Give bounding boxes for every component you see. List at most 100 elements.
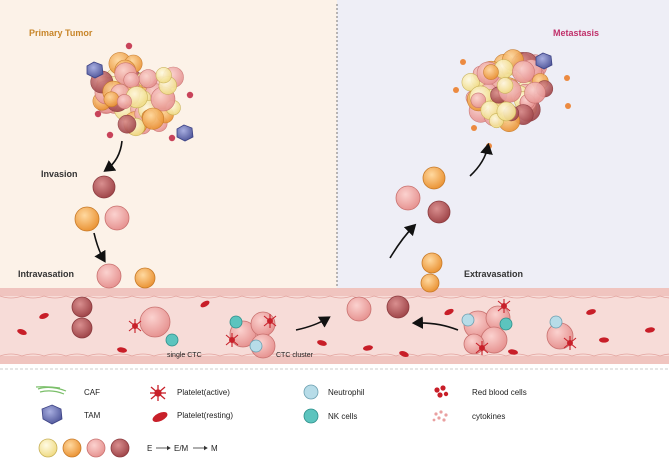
platelet-active: [563, 336, 577, 350]
pink-cell: [104, 205, 130, 231]
orange-cell: [134, 267, 156, 289]
cytokine: [564, 75, 570, 81]
tumor-cell: [496, 101, 517, 122]
neutrophil: [549, 315, 563, 329]
intravasation-label: Intravasation: [18, 269, 74, 279]
cytokine: [453, 87, 459, 93]
cytokine: [106, 131, 114, 139]
primary-tumor-title: Primary Tumor: [29, 28, 93, 38]
metastatic-tumor-mass: [453, 49, 571, 149]
arrest-cluster: [461, 305, 513, 355]
platelet-active: [128, 319, 142, 333]
mesenchymal-cell: [92, 175, 116, 199]
legend-tam: TAM: [84, 411, 101, 420]
neutrophil-icon: [303, 384, 319, 400]
tumor-cell: [496, 77, 514, 94]
cytokine: [471, 125, 477, 131]
tumor-cell: [103, 91, 120, 108]
tumor-cell: [461, 73, 480, 92]
cytokine: [460, 59, 466, 65]
cytokines-icon: [432, 410, 448, 422]
legend-nk-cells: NK cells: [328, 412, 357, 421]
legend-caf: CAF: [84, 388, 100, 397]
red-blood-cell: [508, 349, 518, 355]
primary-panel-bg: [0, 0, 337, 292]
metastasis-title: Metastasis: [553, 28, 599, 38]
orange-cell-icon: [62, 438, 82, 458]
red-blood-cell: [117, 347, 127, 353]
invasion-arrow: [103, 140, 123, 172]
platelet-resting-icon: [152, 412, 168, 422]
red-blood-cell: [200, 300, 210, 308]
tumor-cell: [512, 60, 535, 84]
red-blood-cell: [645, 327, 655, 333]
tumor-cell: [117, 114, 137, 134]
red-blood-cells-icon: [434, 385, 449, 398]
cytokine: [94, 110, 102, 118]
platelet-active: [225, 333, 239, 347]
legend-emt-e: E: [147, 444, 152, 453]
legend-neutrophil: Neutrophil: [328, 388, 365, 397]
vessel-contents: [139, 295, 574, 359]
red-blood-cell: [317, 340, 327, 346]
tam-cell: [86, 61, 104, 79]
flow-arrows: [93, 140, 493, 331]
platelet-active-icon: [150, 385, 166, 401]
cytokine: [168, 134, 176, 142]
colonization-arrow: [389, 223, 417, 259]
metastasis-arrow: [469, 142, 493, 177]
cytokine: [565, 103, 571, 109]
intravasating-cell: [71, 296, 93, 318]
red-blood-cell: [363, 345, 373, 351]
platelet-active: [475, 341, 489, 355]
orange-cell: [421, 252, 443, 274]
tam-icon: [41, 404, 63, 425]
tumor-cell: [470, 92, 486, 109]
red-blood-cell: [17, 329, 27, 335]
red-blood-cell: [586, 309, 596, 315]
legend-cytokines: cytokines: [472, 412, 505, 421]
pink-cell: [96, 263, 122, 289]
legend: CAF TAM Platelet(active) Platelet(restin…: [35, 384, 527, 458]
legend-emt-em: E/M: [174, 444, 189, 453]
tam-cell: [535, 52, 553, 70]
red-blood-cell: [39, 313, 49, 319]
pink-cell: [395, 185, 421, 211]
nk-cell-icon: [303, 408, 319, 424]
cytokine: [125, 42, 133, 50]
invasion-label: Invasion: [41, 169, 78, 179]
tumor-cell: [155, 67, 172, 84]
cytokine: [186, 91, 194, 99]
extravasating-cell: [346, 296, 372, 322]
emt-cell-series: [38, 438, 130, 458]
migration-arrow: [93, 232, 106, 263]
platelet-active: [497, 299, 511, 313]
circulation-arrow: [295, 316, 331, 331]
tumor-cell: [116, 94, 132, 110]
single-ctc-label: single CTC: [167, 352, 202, 359]
red-blood-cell: [444, 308, 454, 316]
extravasating-cell: [386, 295, 410, 319]
mesenchymal-cell: [427, 200, 451, 224]
tumor-cell: [483, 64, 499, 80]
caf-icon: [35, 386, 67, 395]
metastasis-panel-bg: [337, 0, 669, 292]
red-blood-cell: [399, 351, 409, 357]
orange-cell: [74, 206, 100, 232]
pink-cell-icon: [86, 438, 106, 458]
extravasation-cells: [395, 166, 451, 293]
tumor-cell: [123, 71, 140, 89]
orange-cell: [422, 166, 446, 190]
primary-tumor-mass: [86, 42, 194, 142]
platelet-active: [263, 314, 277, 328]
epithelial-cell-icon: [38, 438, 58, 458]
scattered-particles: [17, 299, 655, 357]
tumor-cell: [524, 81, 546, 104]
legend-emt-m: M: [211, 444, 218, 453]
legend-red-blood-cells: Red blood cells: [472, 388, 527, 397]
invasion-cells: [71, 175, 156, 339]
single-ctc: [139, 306, 171, 338]
legend-platelet-resting: Platelet(resting): [177, 411, 233, 420]
tumor-cell: [142, 107, 165, 130]
legend-platelet-active: Platelet(active): [177, 388, 230, 397]
